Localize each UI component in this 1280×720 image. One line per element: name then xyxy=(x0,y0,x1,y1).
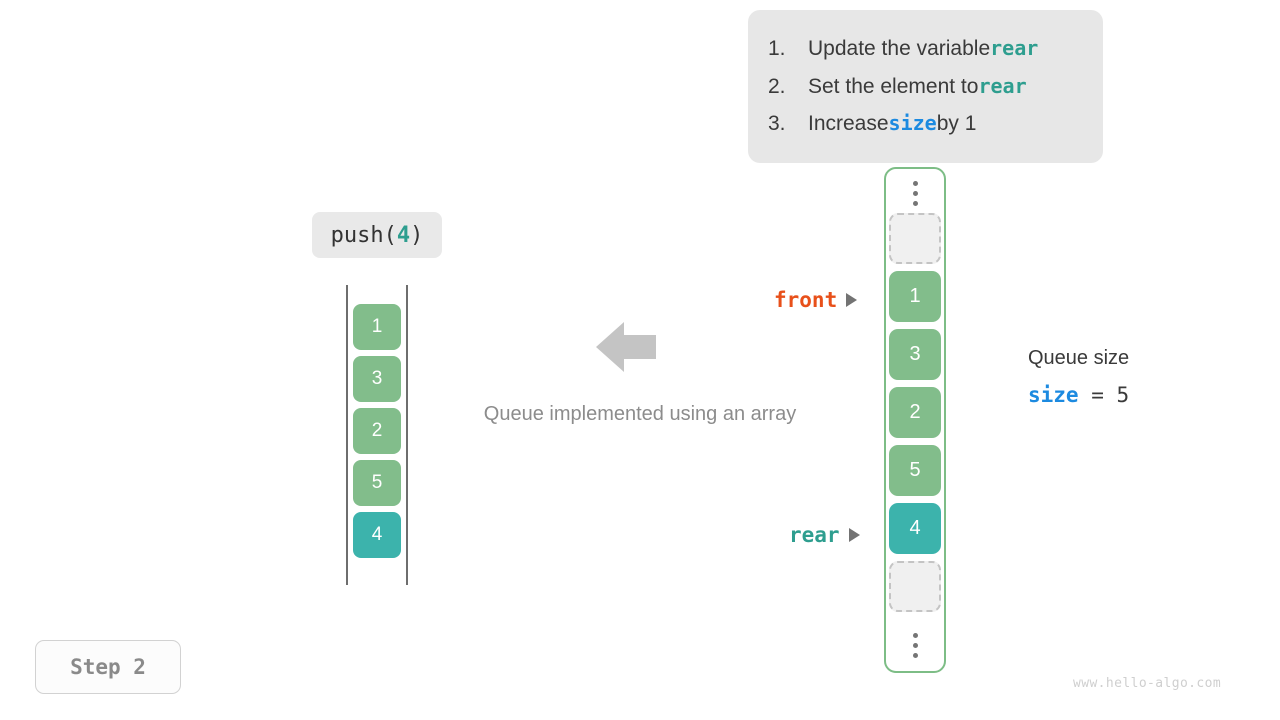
instruction-item-2: 2. Set the element to rear xyxy=(768,68,1079,106)
rear-pointer: rear xyxy=(789,523,860,547)
operation-name: push( xyxy=(330,222,397,248)
array-slot-empty xyxy=(889,213,941,264)
instruction-number: 2. xyxy=(768,74,786,98)
front-pointer-label: front xyxy=(774,288,838,312)
queue-size-info: Queue size size = 5 xyxy=(1028,343,1129,417)
instruction-item-1: 1. Update the variable rear xyxy=(768,30,1079,68)
pointer-triangle-icon xyxy=(848,528,860,542)
queue-cell: 3 xyxy=(353,356,401,402)
physical-array-container: 1 3 2 5 4 xyxy=(884,167,946,673)
ellipsis-dots-bottom-icon xyxy=(889,621,941,669)
size-equals-sign: = xyxy=(1091,383,1104,407)
physical-array-slots: 1 3 2 5 4 xyxy=(889,213,941,619)
queue-boundary-line-left xyxy=(346,285,348,585)
instruction-panel: 1. Update the variable rear 2. Set the e… xyxy=(748,10,1103,163)
instruction-text: Update the variable xyxy=(808,37,991,60)
queue-size-title: Queue size xyxy=(1028,347,1130,369)
pointer-triangle-icon xyxy=(846,293,858,307)
watermark: www.hello-algo.com xyxy=(1073,676,1222,691)
front-pointer: front xyxy=(774,288,858,312)
array-slot: 3 xyxy=(889,329,941,380)
instruction-text: Set the element to xyxy=(808,74,979,98)
diagram-caption: Queue implemented using an array xyxy=(483,403,797,425)
queue-cell: 2 xyxy=(353,408,401,454)
instruction-number: 3. xyxy=(768,112,786,135)
ellipsis-dots-top-icon xyxy=(889,169,941,217)
queue-size-expression: size = 5 xyxy=(1028,373,1129,417)
rear-pointer-label: rear xyxy=(789,523,840,547)
array-slot: 5 xyxy=(889,445,941,496)
operation-close-paren: ) xyxy=(410,222,424,248)
operation-argument: 4 xyxy=(396,222,411,248)
logical-queue-diagram: 1 3 2 5 4 xyxy=(346,285,408,585)
step-badge: Step 2 xyxy=(35,640,181,694)
queue-cell-highlighted: 4 xyxy=(353,512,401,558)
array-slot: 1 xyxy=(889,271,941,322)
instruction-keyword-rear: rear xyxy=(990,36,1039,60)
instruction-text: Increase xyxy=(808,112,889,135)
array-slot-highlighted: 4 xyxy=(889,503,941,554)
instruction-keyword-rear: rear xyxy=(978,73,1027,98)
instruction-keyword-size: size xyxy=(888,111,937,135)
instruction-number: 1. xyxy=(768,37,786,60)
instruction-text-suffix: by 1 xyxy=(936,112,977,135)
queue-boundary-line-right xyxy=(406,285,408,585)
queue-cell: 5 xyxy=(353,460,401,506)
size-variable-name: size xyxy=(1028,383,1079,407)
array-slot-empty xyxy=(889,561,941,612)
array-slot: 2 xyxy=(889,387,941,438)
size-value: 5 xyxy=(1116,383,1130,407)
instruction-item-3: 3. Increase size by 1 xyxy=(768,105,1079,143)
queue-cell: 1 xyxy=(353,304,401,350)
logical-queue-cells: 1 3 2 5 4 xyxy=(353,304,401,564)
left-arrow-icon xyxy=(596,320,656,374)
operation-label: push(4) xyxy=(312,212,442,258)
